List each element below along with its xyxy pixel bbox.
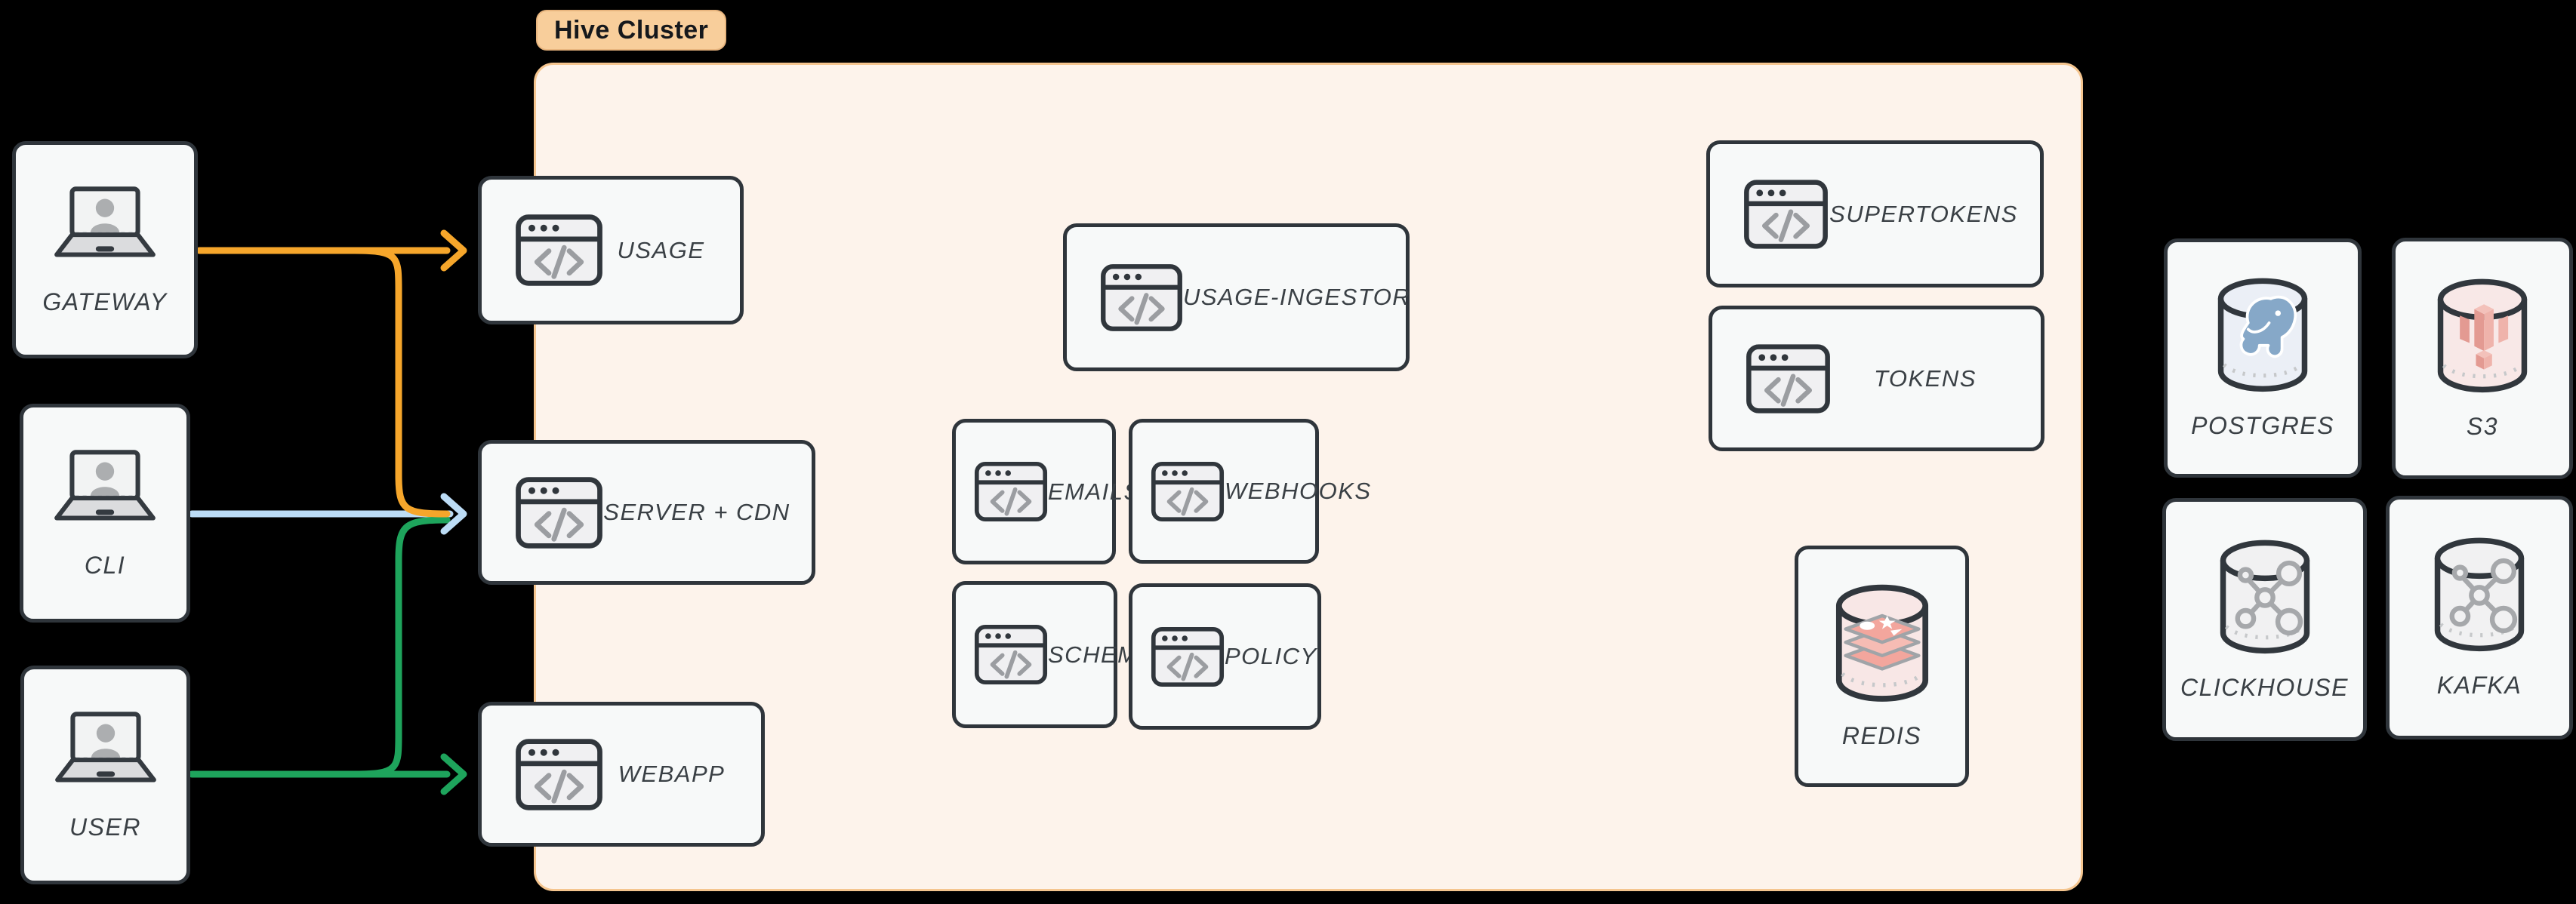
code-window-icon xyxy=(515,476,603,549)
service-webapp: WEBAPP xyxy=(478,702,765,847)
datastore-s3: S3 xyxy=(2392,238,2573,479)
service-policy-label: POLICY xyxy=(1225,643,1317,669)
hive-cluster-badge: Hive Cluster xyxy=(536,10,727,51)
service-webapp-label: WEBAPP xyxy=(618,761,726,787)
postgres-database-icon xyxy=(2214,276,2311,397)
edge-gateway-servercdn xyxy=(351,247,451,518)
datastore-clickhouse: CLICKHOUSE xyxy=(2162,498,2367,741)
datastore-postgres: POSTGRES xyxy=(2164,238,2362,478)
datastore-kafka: KAFKA xyxy=(2386,496,2573,739)
actor-gateway-label: GATEWAY xyxy=(42,287,168,315)
service-redis: REDIS xyxy=(1795,546,1969,787)
datastore-kafka-label: KAFKA xyxy=(2436,672,2522,699)
service-usage: USAGE xyxy=(478,176,744,324)
edge-user-webapp-head xyxy=(440,753,467,795)
service-redis-label: REDIS xyxy=(1841,722,1922,749)
service-supertokens: SUPERTOKENS xyxy=(1706,140,2044,287)
edge-gateway-usage-head xyxy=(440,229,467,272)
actor-cli-label: CLI xyxy=(84,551,126,579)
clickhouse-database-icon xyxy=(2217,538,2313,659)
s3-database-icon xyxy=(2434,277,2531,398)
code-window-icon xyxy=(1151,461,1225,522)
service-emails-label: EMAILS xyxy=(1048,478,1141,505)
service-policy: POLICY xyxy=(1129,583,1321,730)
datastore-clickhouse-label: CLICKHOUSE xyxy=(2180,673,2350,701)
edge-user-servercdn xyxy=(351,516,451,778)
code-window-icon xyxy=(1151,626,1225,687)
edge-cli-servercdn-head xyxy=(440,493,467,535)
service-tokens-label: TOKENS xyxy=(1874,364,1977,392)
service-server-cdn-label: SERVER + CDN xyxy=(603,499,790,525)
code-window-icon xyxy=(1743,179,1829,250)
code-window-icon xyxy=(515,214,603,287)
service-usage-ingestor: USAGE-INGESTOR xyxy=(1063,223,1410,371)
actor-user-label: USER xyxy=(69,813,141,841)
laptop-user-icon xyxy=(48,709,163,794)
service-usage-ingestor-label: USAGE-INGESTOR xyxy=(1183,284,1411,310)
service-supertokens-label: SUPERTOKENS xyxy=(1829,200,2018,227)
datastore-postgres-label: POSTGRES xyxy=(2191,412,2334,439)
code-window-icon xyxy=(974,624,1048,685)
redis-database-icon xyxy=(1832,583,1932,707)
service-schema: SCHEMA xyxy=(952,581,1154,728)
service-usage-label: USAGE xyxy=(617,236,705,263)
datastore-s3-label: S3 xyxy=(2466,412,2499,440)
service-tokens: TOKENS xyxy=(1709,306,2044,451)
laptop-user-icon xyxy=(48,447,162,532)
laptop-user-icon xyxy=(48,184,162,269)
service-webhooks-label: WEBHOOKS xyxy=(1225,478,1372,504)
service-server-cdn: SERVER + CDN xyxy=(478,440,815,585)
service-emails: EMAILS xyxy=(952,419,1139,564)
actor-user: USER xyxy=(20,666,190,884)
actor-cli: CLI xyxy=(20,404,190,623)
service-webhooks: WEBHOOKS xyxy=(1129,419,1370,564)
code-window-icon xyxy=(1746,343,1831,414)
code-window-icon xyxy=(515,738,603,811)
code-window-icon xyxy=(1100,263,1183,332)
kafka-database-icon xyxy=(2431,536,2528,656)
actor-gateway: GATEWAY xyxy=(12,141,198,358)
code-window-icon xyxy=(974,461,1048,522)
